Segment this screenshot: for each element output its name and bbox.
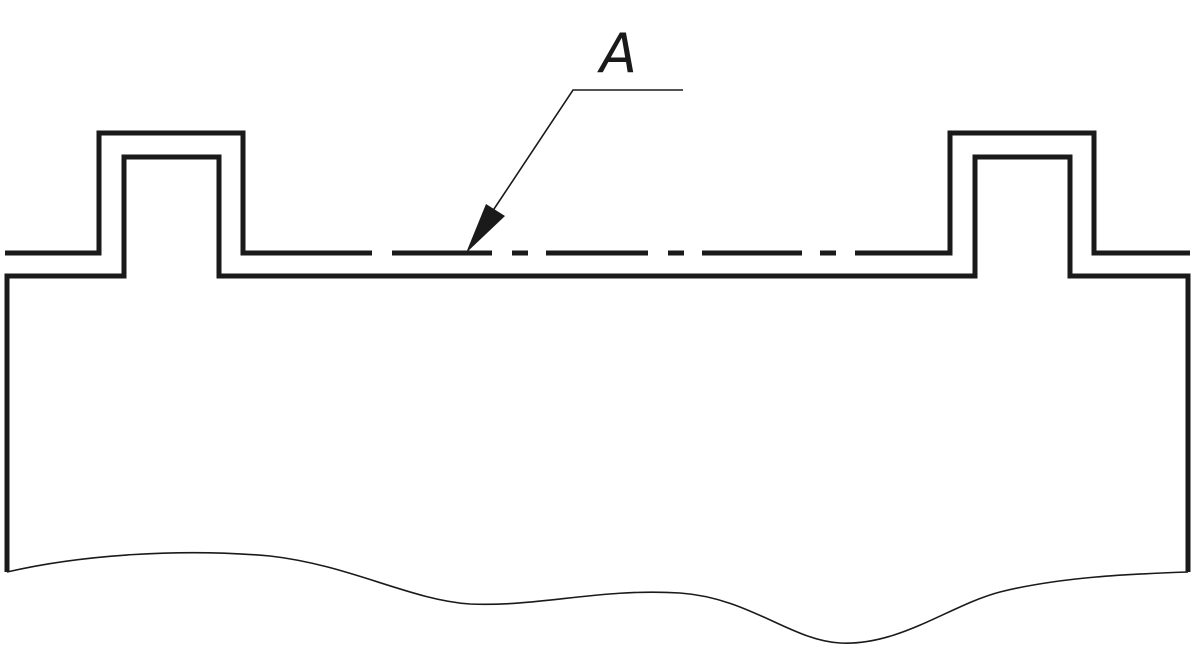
leader-arrowhead: [466, 204, 505, 253]
break-line: [6, 551, 1189, 644]
outer-coating-right-segment: [855, 130, 1190, 256]
part-body-outline: [4, 154, 1191, 572]
leader-line: [489, 89, 683, 216]
outer-coating-left-segment: [5, 130, 355, 256]
annotation-label: A: [597, 22, 637, 85]
